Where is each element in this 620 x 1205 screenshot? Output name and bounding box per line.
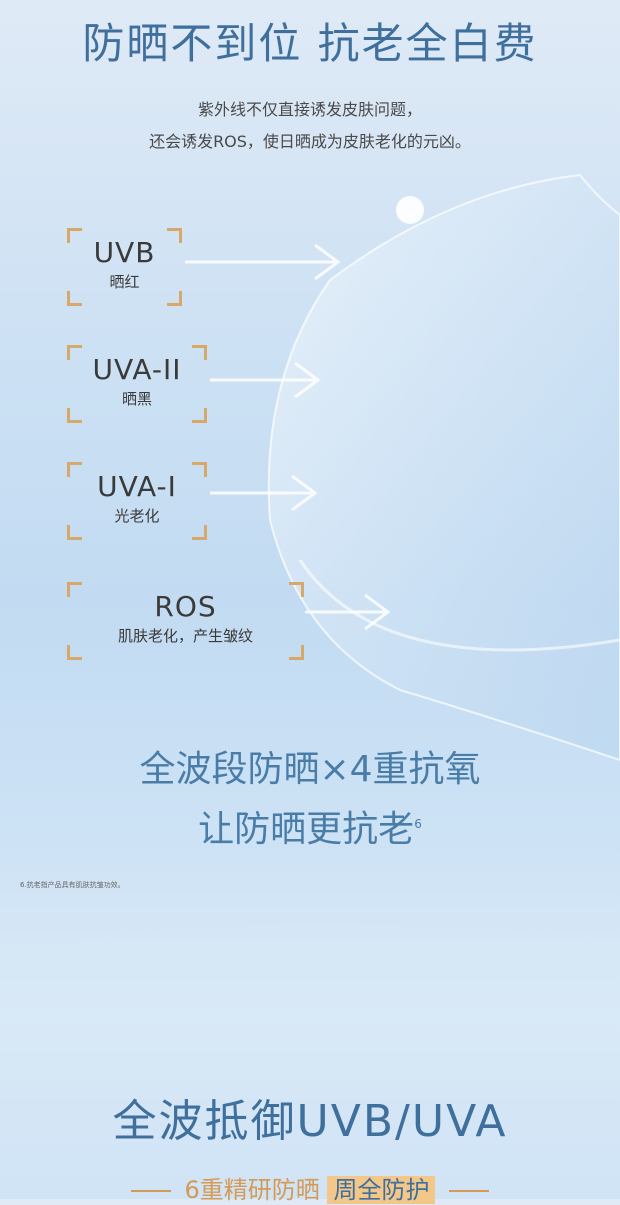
footnote: 6.抗老指产品具有肌肤抗皱功效。	[20, 881, 125, 889]
arrows	[185, 243, 391, 631]
ray-desc: 肌肤老化，产生皱纹	[117, 627, 253, 645]
tag-text: 6重精研防晒	[184, 1176, 320, 1204]
slogan-line1: 全波段防晒×4重抗氧	[139, 749, 481, 790]
section-title: 全波抵御UVB/UVA	[112, 1096, 508, 1147]
ray-box-uvb: UVB 晒红	[67, 228, 182, 306]
page-title: 防晒不到位 抗老全白费	[82, 19, 538, 68]
footnote-ref: 6	[414, 817, 422, 831]
tag-highlight: 周全防护	[327, 1176, 436, 1204]
divider	[449, 1190, 490, 1192]
subtitle-line: 还会诱发ROS，使日晒成为皮肤老化的元凶。	[149, 132, 471, 151]
slogan-text: 让防晒更抗老	[198, 809, 415, 850]
ray-desc: 晒黑	[121, 390, 152, 408]
ray-box-uva2: UVA-II 晒黑	[67, 345, 207, 423]
section-tagline: 6重精研防晒 周全防护	[0, 1170, 620, 1205]
divider	[130, 1190, 171, 1192]
ray-name: UVA-II	[92, 353, 182, 386]
ray-desc: 晒红	[109, 273, 140, 291]
ray-name: UVB	[93, 236, 156, 269]
subtitle: 紫外线不仅直接诱发皮肤问题， 还会诱发ROS，使日晒成为皮肤老化的元凶。	[0, 94, 620, 158]
ray-name: ROS	[154, 590, 217, 623]
ray-name: UVA-I	[97, 470, 177, 503]
subtitle-line: 紫外线不仅直接诱发皮肤问题，	[197, 100, 422, 119]
ray-box-uva1: UVA-I 光老化	[67, 462, 207, 540]
slogan-line2: 让防晒更抗老6	[0, 800, 620, 852]
ray-desc: 光老化	[114, 507, 160, 525]
ray-box-ros: ROS 肌肤老化，产生皱纹	[67, 582, 304, 660]
